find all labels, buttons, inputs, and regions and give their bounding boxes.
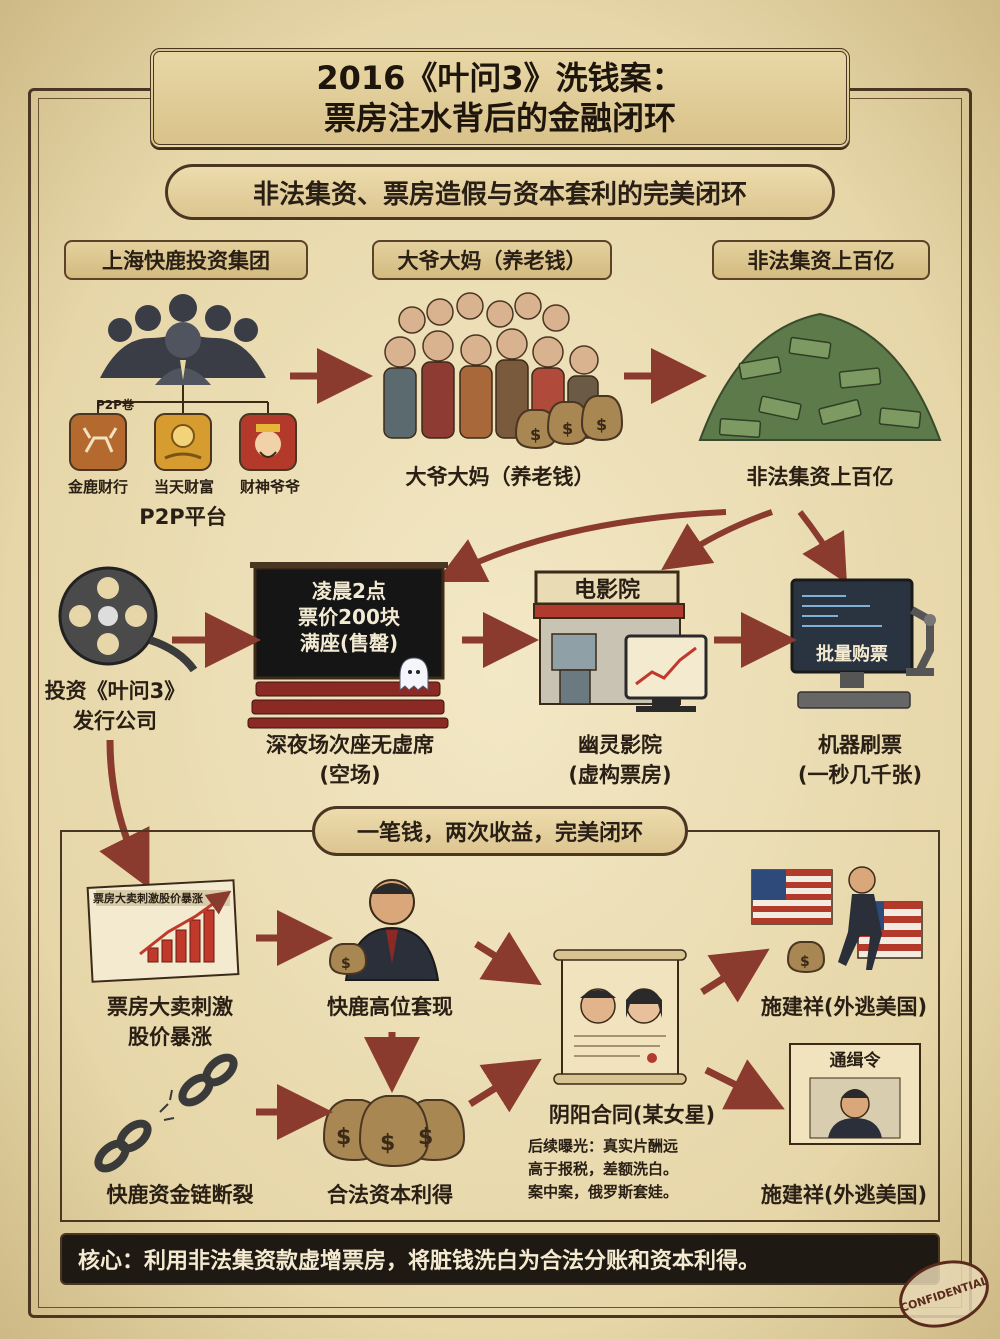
svg-text:$: $ xyxy=(341,956,351,972)
arrow-funds-to-theater xyxy=(435,509,727,583)
wanted-poster-illustration xyxy=(789,1043,921,1145)
distributor-line-1: 投资《叶问3》 xyxy=(44,679,186,703)
title-line-2: 票房注水背后的金融闭环 xyxy=(323,99,676,137)
chain-caption: 快鹿资金链断裂 xyxy=(106,1183,254,1207)
money-bags-icon xyxy=(514,395,624,450)
p2p-item-dangtian: 当天财富 xyxy=(153,478,214,496)
arrow-contract-to-flee xyxy=(700,948,770,1003)
distributor-line-2: 发行公司 xyxy=(73,709,157,733)
fugitive-caption: 施建祥(外逃美国) xyxy=(760,995,928,1019)
theater-caption-2: (空场) xyxy=(319,763,381,787)
us-flag-runner-illustration: $ xyxy=(751,866,923,974)
bot-screen-text: 批量购票 xyxy=(816,643,888,665)
subtitle-banner: 非法集资、票房造假与资本套利的完美闭环 xyxy=(165,164,835,220)
note-line-2: 高于报税，差额洗白。 xyxy=(528,1160,679,1178)
wanted-sign-text: 通缉令 xyxy=(830,1050,882,1071)
rising-chart-monitor-icon xyxy=(624,634,708,712)
capital-gain-caption: 合法资本利得 xyxy=(327,1183,453,1207)
p2p-tag: P2P卷 xyxy=(96,398,134,412)
exposure-note: 后续曝光：真实片酬远 高于报税，差额洗白。 案中案，俄罗斯套娃。 xyxy=(528,1135,738,1204)
cinema-sign: 电影院 xyxy=(573,578,640,603)
newspaper-caption-1: 票房大卖刺激 xyxy=(107,995,233,1019)
chain-break-sparks xyxy=(159,1089,175,1121)
label-kuailu-group: 上海快鹿投资集团 xyxy=(64,240,308,280)
p2p-item-jinlu: 金鹿财行 xyxy=(67,478,128,496)
cashout-caption: 快鹿高位套现 xyxy=(327,995,453,1019)
svg-text:$: $ xyxy=(562,419,573,438)
arrow-contract-to-wanted xyxy=(704,1059,785,1110)
screen-line-2: 票价200块 xyxy=(298,605,401,629)
label-illegal-funds: 非法集资上百亿 xyxy=(712,240,930,280)
screen-line-1: 凌晨2点 xyxy=(312,579,386,603)
svg-text:$: $ xyxy=(380,1131,395,1156)
contract-scroll-illustration xyxy=(553,949,687,1085)
bot-computer-illustration xyxy=(790,578,936,709)
note-line-3: 案中案，俄罗斯套娃。 xyxy=(528,1183,679,1201)
empty-theater-illustration xyxy=(247,562,449,729)
label-elders: 大爷大妈（养老钱） xyxy=(372,240,612,280)
funds-caption: 非法集资上百亿 xyxy=(746,465,894,489)
svg-text:$: $ xyxy=(530,425,541,444)
money-bags-icon xyxy=(322,1095,466,1168)
mid-banner: 一笔钱，两次收益，完美闭环 xyxy=(312,806,688,856)
newspaper-chart-illustration xyxy=(86,879,240,983)
p2p-item-caishen: 财神爷爷 xyxy=(239,478,300,496)
businessman-cashout-illustration: $ xyxy=(328,879,440,981)
broken-chain-icon xyxy=(94,1053,238,1173)
newspaper-caption-2: 股价暴涨 xyxy=(128,1025,212,1049)
ghost-icon xyxy=(399,657,429,692)
screen-line-3: 满座(售罄) xyxy=(300,631,398,655)
cinema-caption-1: 幽灵影院 xyxy=(578,733,662,757)
newspaper-headline: 票房大卖刺激股价暴涨 xyxy=(93,891,203,905)
cinema-caption-2: (虚构票房) xyxy=(568,763,672,787)
svg-text:$: $ xyxy=(418,1125,433,1150)
contract-caption: 阴阳合同(某女星) xyxy=(548,1103,716,1127)
title-plaque: 2016《叶问3》洗钱案： 票房注水背后的金融闭环 xyxy=(150,48,850,148)
title-line-1: 2016《叶问3》洗钱案： xyxy=(316,59,684,97)
bot-caption-1: 机器刷票 xyxy=(818,733,902,757)
deer-app-icon xyxy=(69,413,127,471)
coin-hand-app-icon xyxy=(154,413,212,471)
fortune-god-app-icon xyxy=(239,413,297,471)
theater-caption-1: 深夜场次座无虚席 xyxy=(266,733,434,757)
arrow-gains-to-contract xyxy=(468,1058,542,1113)
p2p-tree-lines xyxy=(97,385,269,414)
p2p-platform-caption: P2P平台 xyxy=(139,505,227,529)
svg-text:$: $ xyxy=(800,954,810,970)
arrow-funds-to-bot xyxy=(797,510,847,584)
core-summary-bar: 核心：利用非法集资款虚增票房，将脏钱洗白为合法分账和资本利得。 xyxy=(60,1233,940,1285)
note-line-1: 后续曝光：真实片酬远 xyxy=(528,1137,679,1155)
svg-text:$: $ xyxy=(596,415,607,434)
elderly-crowd-illustration: $ $ $ xyxy=(383,292,624,450)
arrow-distributor-to-newspaper xyxy=(99,739,150,889)
cash-pile-illustration xyxy=(698,312,942,441)
svg-text:$: $ xyxy=(336,1125,351,1150)
arrow-funds-to-cinema xyxy=(661,509,773,571)
wanted-caption: 施建祥(外逃美国) xyxy=(760,1183,928,1207)
group-people-icon xyxy=(100,294,266,385)
bot-caption-2: (一秒几千张) xyxy=(797,763,923,787)
arrow-cashout-to-contract xyxy=(474,931,542,986)
elders-caption: 大爷大妈（养老钱） xyxy=(405,465,595,489)
film-reel-icon xyxy=(58,566,198,673)
